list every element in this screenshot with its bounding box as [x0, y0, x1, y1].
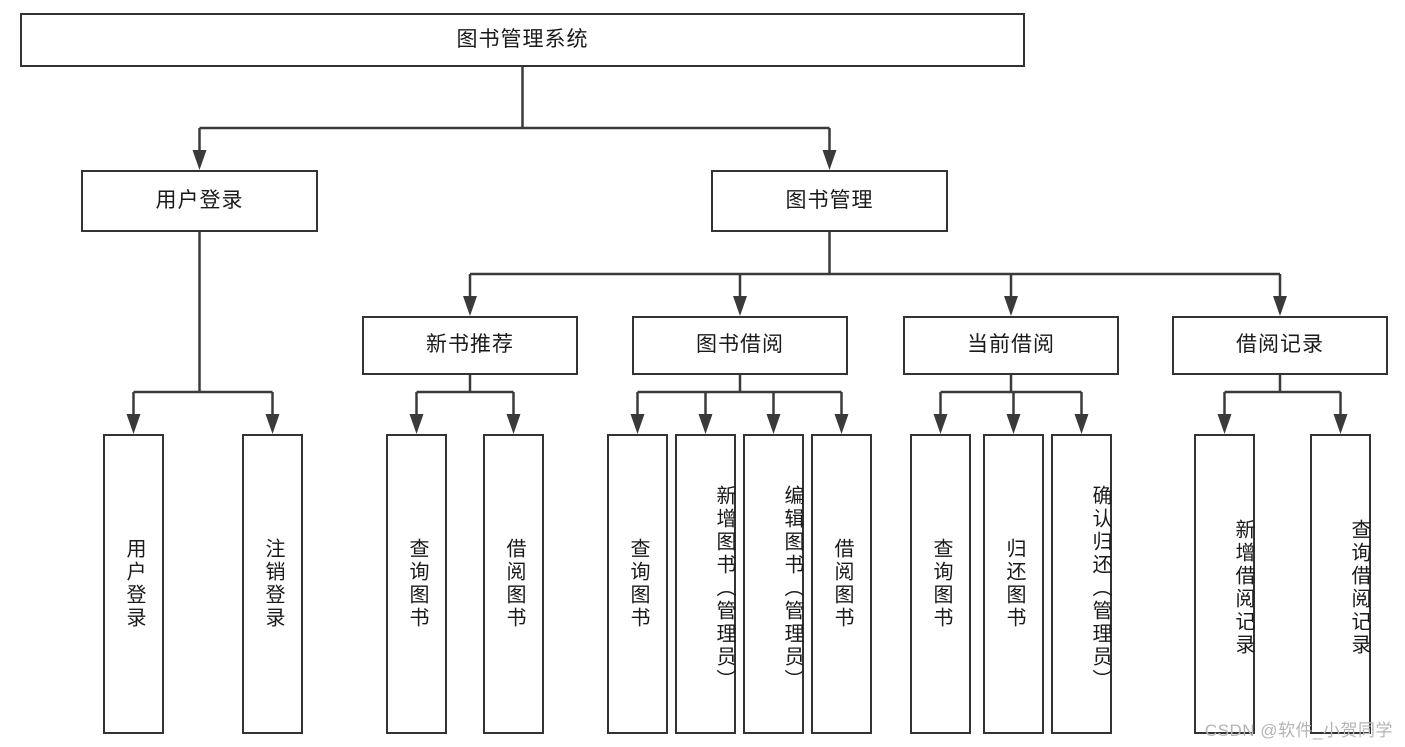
node-leaf-query-book-2[interactable]: 查询图书: [607, 434, 668, 734]
node-label: 用户登录: [155, 188, 244, 212]
node-label: 新增图书（管理员）: [713, 484, 735, 692]
node-label: 归还图书: [1003, 538, 1025, 630]
node-label: 借阅记录: [1236, 333, 1324, 357]
edge-arrowhead: [766, 414, 781, 434]
node-leaf-return-book[interactable]: 归还图书: [983, 434, 1044, 734]
node-label: 查询借阅记录: [1348, 519, 1370, 657]
node-login[interactable]: 用户登录: [81, 170, 318, 232]
node-label: 新书推荐: [426, 333, 514, 357]
node-label: 图书借阅: [696, 333, 784, 357]
edge-arrowhead: [409, 414, 424, 434]
node-label: 新增借阅记录: [1232, 519, 1254, 657]
edge-arrowhead: [698, 414, 713, 434]
node-root[interactable]: 图书管理系统: [20, 13, 1025, 67]
node-label: 用户登录: [123, 538, 145, 630]
edge-arrowhead: [733, 296, 747, 316]
node-leaf-query-book-1[interactable]: 查询图书: [386, 434, 447, 734]
node-label: 查询图书: [406, 538, 428, 630]
edge-arrowhead: [265, 414, 280, 434]
edge-arrowhead: [463, 296, 477, 316]
edge-arrowhead: [822, 150, 837, 170]
node-label: 借阅图书: [503, 538, 525, 630]
edge-arrowhead: [192, 150, 207, 170]
edge-arrowhead: [1074, 414, 1089, 434]
node-leaf-query-record[interactable]: 查询借阅记录: [1310, 434, 1371, 734]
node-label: 当前借阅: [967, 333, 1055, 357]
edge-arrowhead: [933, 414, 948, 434]
node-leaf-borrow-book-2[interactable]: 借阅图书: [811, 434, 872, 734]
node-leaf-edit-book[interactable]: 编辑图书（管理员）: [743, 434, 804, 734]
node-leaf-confirm-return[interactable]: 确认归还（管理员）: [1051, 434, 1112, 734]
node-label: 查询图书: [627, 538, 649, 630]
node-leaf-borrow-book-1[interactable]: 借阅图书: [483, 434, 544, 734]
node-label: 图书管理: [785, 188, 874, 212]
edge-arrowhead: [834, 414, 849, 434]
node-leaf-user-logout[interactable]: 注销登录: [242, 434, 303, 734]
node-label: 编辑图书（管理员）: [781, 484, 803, 692]
edge-arrowhead: [1333, 414, 1348, 434]
node-label: 确认归还（管理员）: [1089, 484, 1111, 692]
node-label: 借阅图书: [831, 538, 853, 630]
node-borrow[interactable]: 图书借阅: [632, 316, 848, 375]
edge-arrowhead: [1006, 414, 1021, 434]
node-label: 注销登录: [262, 538, 284, 630]
node-leaf-user-login[interactable]: 用户登录: [103, 434, 164, 734]
watermark-label: CSDN @软件_小贺同学: [1204, 721, 1393, 740]
node-current[interactable]: 当前借阅: [903, 316, 1119, 375]
node-records[interactable]: 借阅记录: [1172, 316, 1388, 375]
edge-arrowhead: [630, 414, 645, 434]
node-newbook[interactable]: 新书推荐: [362, 316, 578, 375]
node-label: 查询图书: [930, 538, 952, 630]
edge-arrowhead: [126, 414, 141, 434]
edge-arrowhead: [1004, 296, 1018, 316]
node-label: 图书管理系统: [456, 27, 589, 51]
node-leaf-query-book-3[interactable]: 查询图书: [910, 434, 971, 734]
edge-arrowhead: [1273, 296, 1287, 316]
node-leaf-add-record[interactable]: 新增借阅记录: [1194, 434, 1255, 734]
node-leaf-add-book[interactable]: 新增图书（管理员）: [675, 434, 736, 734]
edge-arrowhead: [506, 414, 521, 434]
node-bookmgmt[interactable]: 图书管理: [711, 170, 948, 232]
edge-arrowhead: [1217, 414, 1232, 434]
